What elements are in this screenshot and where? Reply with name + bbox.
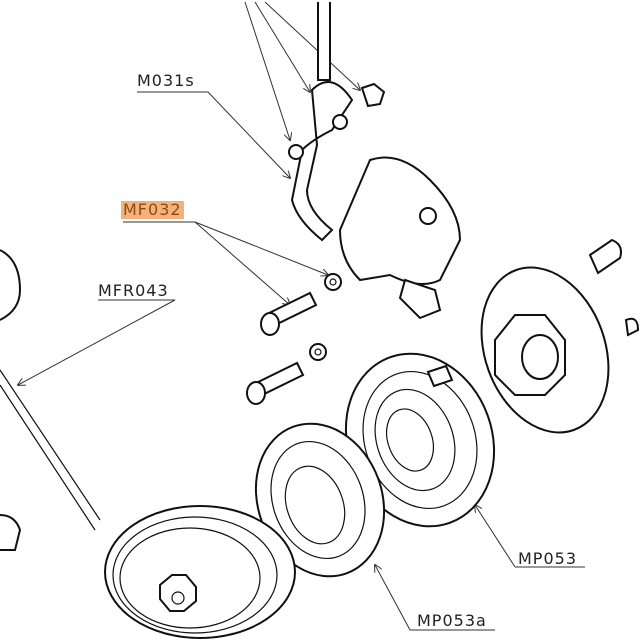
flywheel-part — [480, 238, 640, 434]
part-label-m031s[interactable]: M031s — [137, 71, 195, 90]
spring-mp053a — [254, 422, 386, 578]
ignition-coil-part — [338, 156, 462, 320]
leader-lines — [18, 1, 585, 631]
spring-mp053 — [344, 352, 496, 528]
pulley-part — [104, 505, 296, 639]
part-label-mf032[interactable]: MF032 — [121, 200, 184, 219]
cable-part — [288, 2, 386, 242]
part-label-mfr043[interactable]: MFR043 — [98, 281, 169, 300]
rope-part — [0, 249, 101, 551]
part-label-mp053[interactable]: MP053 — [518, 549, 577, 568]
part-label-mp053a[interactable]: MP053a — [417, 611, 487, 630]
bolts-and-washers — [246, 273, 342, 405]
